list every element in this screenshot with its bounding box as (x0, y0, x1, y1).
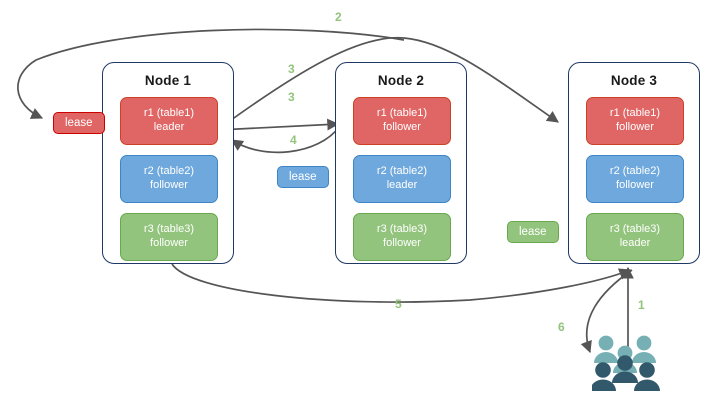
replica-n2-r1[interactable]: r1 (table1) follower (353, 97, 451, 145)
node-title: Node 1 (144, 73, 192, 88)
edge-step-4 (231, 125, 341, 154)
replica-role: follower (383, 121, 421, 133)
replica-n1-r1[interactable]: r1 (table1) leader (120, 97, 218, 145)
replica-name: r3 (table3) (376, 223, 428, 236)
lease-badge-r1[interactable]: lease (53, 112, 105, 134)
replica-role: leader (153, 121, 185, 133)
replica-name: r3 (table3) (609, 223, 661, 236)
edge-step-6 (580, 269, 633, 354)
replica-name: r2 (table2) (609, 165, 661, 178)
replica-name: r1 (table1) (143, 107, 195, 120)
replica-role: follower (383, 237, 421, 249)
replica-name: r2 (table2) (376, 165, 428, 178)
users-icon (592, 335, 660, 391)
lease-badge-r2[interactable]: lease (277, 166, 329, 188)
edge-step-3b (219, 36, 559, 129)
lease-badge-r3[interactable]: lease (507, 221, 559, 243)
replica-name: r1 (table1) (376, 107, 428, 120)
replica-role: follower (616, 179, 654, 191)
replica-n1-r3[interactable]: r3 (table3) follower (120, 213, 218, 261)
replica-role: follower (150, 237, 188, 249)
replica-n1-r2[interactable]: r2 (table2) follower (120, 155, 218, 203)
replica-role: follower (150, 179, 188, 191)
replica-n2-r3[interactable]: r3 (table3) follower (353, 213, 451, 261)
step-label-2: 2 (335, 10, 342, 24)
replica-name: r2 (table2) (143, 165, 195, 178)
step-label-3b: 3 (288, 90, 295, 104)
replica-role: leader (619, 237, 651, 249)
node-card-1[interactable]: Node 1 r1 (table1) leader r2 (table2) fo… (102, 62, 234, 264)
step-label-1: 1 (638, 298, 645, 312)
node-title: Node 2 (377, 73, 425, 88)
step-label-3a: 3 (288, 62, 295, 76)
replica-name: r3 (table3) (143, 223, 195, 236)
replica-n3-r2[interactable]: r2 (table2) follower (586, 155, 684, 203)
replica-role: follower (616, 121, 654, 133)
step-label-6: 6 (558, 320, 565, 334)
replica-n3-r1[interactable]: r1 (table1) follower (586, 97, 684, 145)
edge-step-5 (171, 263, 632, 303)
edge-step-2 (17, 28, 405, 119)
step-label-4: 4 (290, 133, 297, 147)
replica-name: r1 (table1) (609, 107, 661, 120)
node-card-2[interactable]: Node 2 r1 (table1) follower r2 (table2) … (335, 62, 467, 264)
replica-role: leader (386, 179, 418, 191)
replica-n3-r3[interactable]: r3 (table3) leader (586, 213, 684, 261)
replica-n2-r2[interactable]: r2 (table2) leader (353, 155, 451, 203)
step-label-5: 5 (395, 297, 402, 311)
node-title: Node 3 (610, 73, 658, 88)
node-card-3[interactable]: Node 3 r1 (table1) follower r2 (table2) … (568, 62, 700, 264)
edge-step-3a (217, 118, 340, 131)
